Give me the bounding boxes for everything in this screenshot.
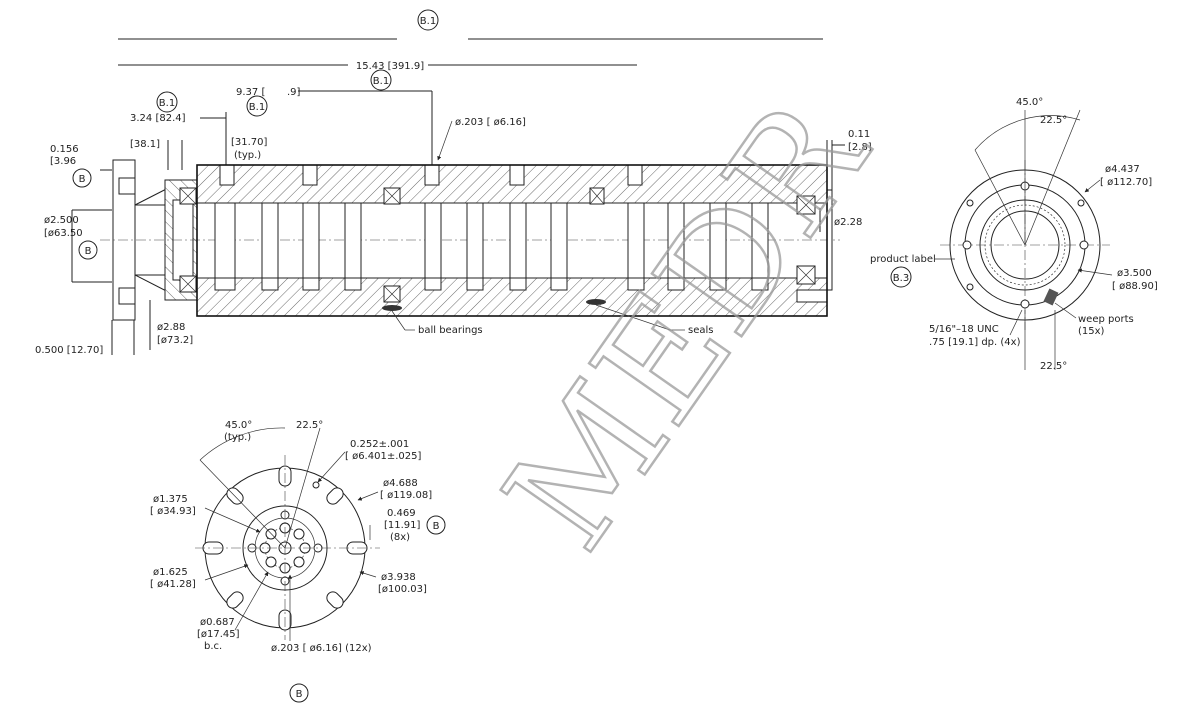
rv-d3500-b: [ ø88.90] [1112, 281, 1158, 292]
top-dimension-lines: B.1 15.43 [391.9] B.1 [118, 9, 823, 91]
dim-381: [38.1] [130, 139, 160, 150]
callout-b-face-1: B [433, 521, 440, 532]
left-dims: 0.156 [3.96 B ø2.500 [ø63.50 B ø2.88 [ø7… [35, 144, 193, 356]
fv-d3938-b: [ø100.03] [378, 584, 427, 595]
fv-d3938-a: ø3.938 [381, 572, 416, 583]
shaft-labels: ball bearings seals [391, 304, 713, 336]
callout-b-face-2: B [296, 689, 303, 700]
rv-d4437-a: ø4.437 [1105, 164, 1140, 175]
dim-overall-length: 15.43 [391.9] [356, 61, 424, 72]
bearing-right [796, 195, 816, 285]
dim-937-group: 9.37 [ .9] B.1 [236, 87, 433, 165]
rv-angle-45: 45.0° [1016, 97, 1043, 108]
fv-angle-45: 45.0° [225, 420, 252, 431]
dim-011-a: 0.11 [848, 129, 870, 140]
fv-d0687-c: b.c. [204, 641, 222, 652]
fv-d0687-b: [ø17.45] [197, 629, 240, 640]
bearing-seal-mid [589, 187, 605, 205]
dim-3170: [31.70] [231, 137, 268, 148]
fv-d0687-a: ø0.687 [200, 617, 235, 628]
fv-d0252-b: [ ø6.401±.025] [345, 451, 421, 462]
dim-011-b: [2.8] [848, 142, 872, 153]
shaft-section-view [100, 140, 840, 321]
fv-d1625-a: ø1.625 [153, 567, 188, 578]
face-view: 45.0° (typ.) 22.5° 0.252±.001 [ ø6.401±.… [150, 420, 446, 703]
rv-thread-a: 5/16"–18 UNC [929, 324, 999, 335]
rv-d4437-b: [ ø112.70] [1100, 177, 1152, 188]
label-seals: seals [688, 325, 713, 336]
bearing-left [179, 187, 197, 293]
fv-typ: (typ.) [224, 432, 251, 443]
dim-324: 3.24 [82.4] [130, 113, 186, 124]
fv-d1375-a: ø1.375 [153, 494, 188, 505]
dim-324-group: B.1 3.24 [82.4] [38.1] [31.70] (typ.) [130, 91, 268, 170]
label-ball-bearings: ball bearings [418, 325, 483, 336]
fv-d0469-c: (8x) [390, 532, 410, 543]
rv-product-label: product label [870, 254, 936, 265]
dim-937: 9.37 [ [236, 87, 265, 98]
rv-angle-225-bottom: 22.5° [1040, 361, 1067, 372]
rv-angle-225: 22.5° [1040, 115, 1067, 126]
dim-203: ø.203 [ ø6.16] [455, 117, 526, 128]
fv-d0469-b: [11.91] [384, 520, 421, 531]
fv-angle-225: 22.5° [296, 420, 323, 431]
callout-b1-mid: B.1 [373, 76, 389, 87]
fv-d0203: ø.203 [ ø6.16] (12x) [271, 643, 372, 654]
callout-b1-937: B.1 [249, 102, 265, 113]
callout-b-left-1: B [79, 174, 86, 185]
dim-3170-typ: (typ.) [234, 150, 261, 161]
fv-d4688-b: [ ø119.08] [380, 490, 432, 501]
right-end-view: 45.0° 22.5° ø4.437 [ ø112.70] ø3.500 [ ø… [870, 97, 1158, 372]
dim-203-group: ø.203 [ ø6.16] [437, 117, 526, 161]
rv-weep-ports-b: (15x) [1078, 326, 1105, 337]
callout-b1-324: B.1 [159, 98, 175, 109]
dim-2500-b: [ø63.50 [44, 228, 83, 239]
fv-d0469-a: 0.469 [387, 508, 416, 519]
rv-weep-ports-a: weep ports [1078, 314, 1134, 325]
watermark-logo: MEDR [473, 70, 903, 580]
bearing-mid [383, 187, 401, 303]
fv-d1375-b: [ ø34.93] [150, 506, 196, 517]
rv-thread-b: .75 [19.1] dp. (4x) [929, 337, 1021, 348]
callout-b1-top: B.1 [420, 16, 436, 27]
dim-288-a: ø2.88 [157, 322, 185, 333]
dim-0500: 0.500 [12.70] [35, 345, 103, 356]
dim-0156-b: [3.96 [50, 156, 76, 167]
callout-b-left-2: B [85, 246, 92, 257]
dim-2500-a: ø2.500 [44, 215, 79, 226]
dim-937-tail: .9] [287, 87, 301, 98]
dim-288-b: [ø73.2] [157, 335, 193, 346]
fv-d1625-b: [ ø41.28] [150, 579, 196, 590]
fv-d4688-a: ø4.688 [383, 478, 418, 489]
dim-0156-a: 0.156 [50, 144, 79, 155]
right-shaft-dims: 0.11 [2.8] ø2.28 [819, 129, 872, 232]
rv-d3500-a: ø3.500 [1117, 268, 1152, 279]
dim-228: ø2.28 [834, 217, 862, 228]
fv-d0252-a: 0.252±.001 [350, 439, 409, 450]
callout-b3: B.3 [893, 273, 909, 284]
